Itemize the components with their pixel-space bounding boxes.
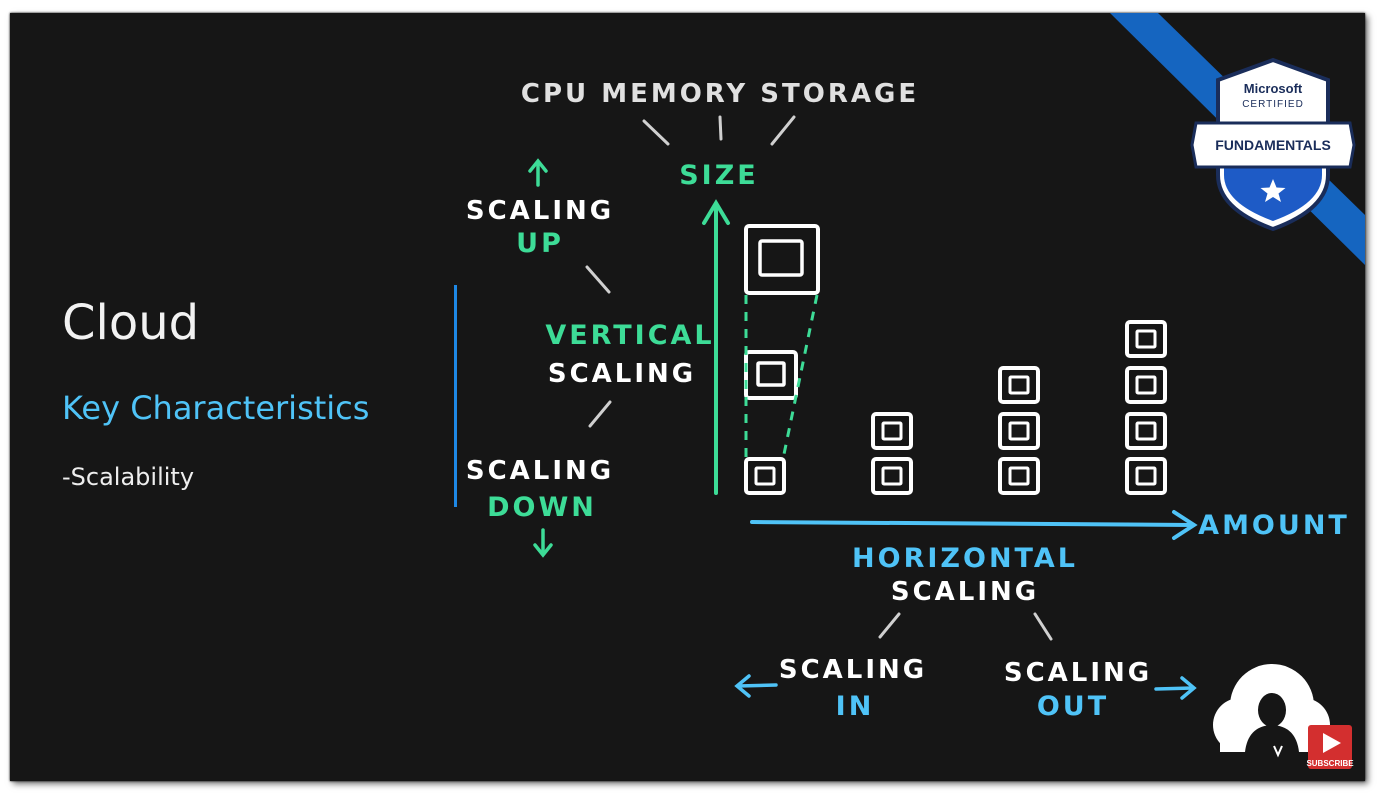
amount-label: AMOUNT	[1198, 510, 1350, 541]
horizontal-box	[998, 366, 1040, 404]
scaling-out-label-line1: SCALING	[1004, 658, 1152, 688]
scaling-in-label-line1: SCALING	[779, 655, 927, 685]
scaling-down-arrow	[533, 528, 553, 558]
vertical-scaling-label-line2: SCALING	[548, 359, 696, 389]
horizontal-box	[1125, 457, 1167, 495]
scaling-in-connector	[878, 612, 901, 639]
horizontal-box	[1125, 412, 1167, 450]
subscribe-label: SUBSCRIBE	[1306, 759, 1354, 768]
star-icon	[1260, 179, 1286, 202]
subscribe-button[interactable]: SUBSCRIBE	[1306, 725, 1354, 769]
vertical-scaling-label-line1: VERTICAL	[545, 320, 714, 351]
badge-microsoft-text: Microsoft	[1244, 81, 1303, 96]
scaling-diagram: CPU MEMORY STORAGE SIZE SCALING UP VERTI…	[466, 13, 1365, 769]
scaling-up-arrow	[528, 158, 548, 187]
horizontal-box	[998, 457, 1040, 495]
horizontal-scaling-label-line2: SCALING	[891, 577, 1039, 607]
scaling-in-label-line2: IN	[836, 691, 875, 722]
horizontal-box	[871, 412, 913, 450]
amount-axis-arrow	[750, 510, 1198, 540]
scaling-out-connector	[1033, 612, 1053, 641]
size-axis-arrow	[702, 199, 730, 495]
resources-label: CPU MEMORY STORAGE	[521, 79, 919, 109]
divider-line	[454, 285, 457, 507]
resource-connector-lines	[642, 115, 796, 146]
cloud-avatar-logo	[1213, 664, 1330, 758]
scaling-down-label-line1: SCALING	[466, 456, 614, 486]
horizontal-box	[1125, 366, 1167, 404]
badge-certified-text: CERTIFIED	[1242, 99, 1304, 110]
scaling-down-connector	[588, 400, 612, 428]
horizontal-box	[871, 457, 913, 495]
vertical-box-small	[744, 457, 786, 495]
scaling-down-label-line2: DOWN	[487, 492, 597, 523]
play-icon	[1323, 733, 1341, 753]
slide-title: Cloud	[62, 295, 200, 351]
vertical-dashed-guides	[744, 294, 819, 460]
horizontal-scaling-label-line1: HORIZONTAL	[852, 543, 1078, 574]
badge-fundamentals-text: FUNDAMENTALS	[1215, 137, 1331, 153]
vertical-box-large	[744, 224, 820, 295]
horizontal-box	[1125, 320, 1167, 358]
vertical-box-medium	[744, 350, 798, 400]
scaling-up-label-line2: UP	[516, 228, 564, 259]
scaling-up-connector	[585, 265, 611, 294]
scaling-out-label-line2: OUT	[1037, 691, 1109, 722]
slide-subtitle: Key Characteristics	[62, 389, 370, 427]
bullet-scalability: -Scalability	[62, 463, 195, 491]
slide: Cloud Key Characteristics -Scalability C…	[10, 13, 1365, 781]
microsoft-certified-badge: Microsoft CERTIFIED FUNDAMENTALS	[1190, 57, 1356, 232]
scaling-out-arrow	[1154, 676, 1197, 700]
scaling-up-label-line1: SCALING	[466, 196, 614, 226]
horizontal-box	[998, 412, 1040, 450]
size-label: SIZE	[679, 160, 759, 191]
scaling-in-arrow	[734, 674, 778, 698]
